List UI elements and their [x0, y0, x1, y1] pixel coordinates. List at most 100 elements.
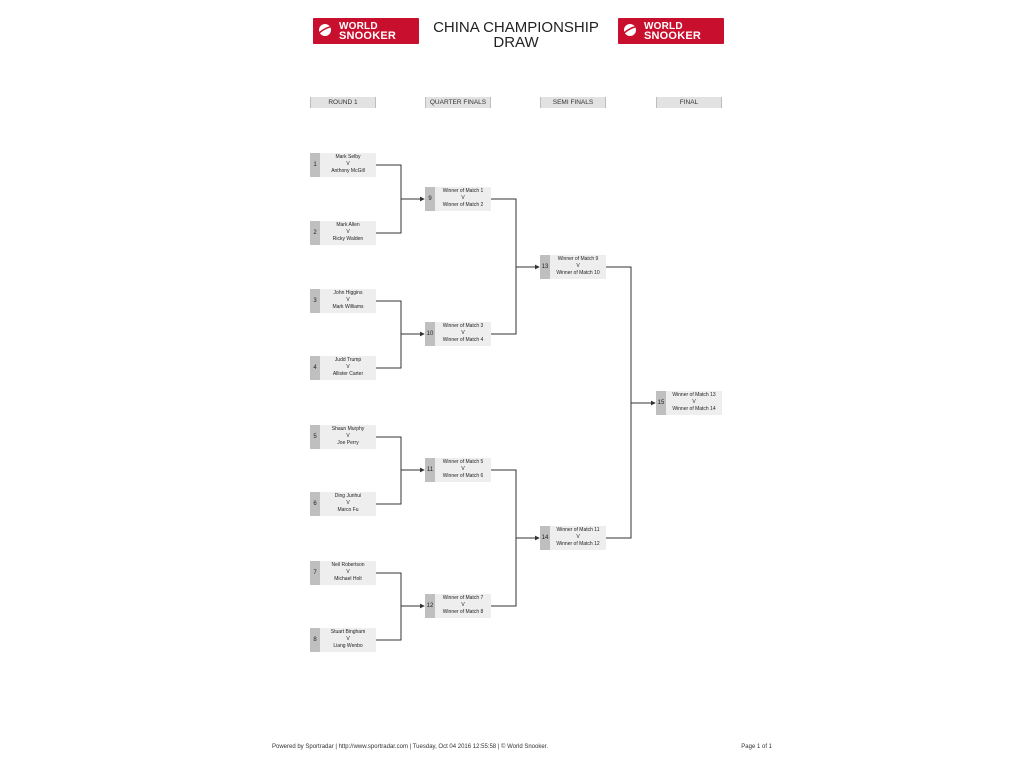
snooker-ball-icon: [623, 24, 640, 36]
match-number: 3: [310, 289, 320, 313]
round-header-semi-finals: SEMI FINALS: [540, 97, 606, 108]
connector-qf-11-12: [491, 469, 517, 607]
match-4: 4 Judd Trump V Allister Carter: [310, 356, 376, 380]
player-bottom: Anthony McGill: [331, 168, 365, 174]
player-top: Shaun Murphy: [331, 426, 365, 432]
versus-label: V: [461, 602, 465, 608]
player-top: Neil Robertson: [331, 562, 365, 568]
match-number: 4: [310, 356, 320, 380]
player-top: Mark Selby: [335, 154, 361, 160]
match-12: 12 Winner of Match 7 V Winner of Match 8: [425, 594, 491, 618]
match-number: 15: [656, 391, 666, 415]
player-top: John Higgins: [333, 290, 363, 296]
versus-label: V: [461, 466, 465, 472]
footer-page-number: Page 1 of 1: [741, 744, 772, 750]
player-top: Winner of Match 1: [442, 188, 484, 194]
versus-label: V: [576, 534, 580, 540]
player-bottom: Winner of Match 12: [556, 541, 600, 547]
world-snooker-logo-right: WORLD SNOOKER: [618, 18, 724, 44]
player-bottom: Winner of Match 14: [672, 406, 716, 412]
match-2: 2 Mark Allen V Ricky Walden: [310, 221, 376, 245]
connector-qf-9-10: [491, 198, 517, 335]
match-15: 15 Winner of Match 13 V Winner of Match …: [656, 391, 722, 415]
versus-label: V: [346, 500, 350, 506]
match-13: 13 Winner of Match 9 V Winner of Match 1…: [540, 255, 606, 279]
player-bottom: Ricky Walden: [332, 236, 364, 242]
match-number: 9: [425, 187, 435, 211]
logo-word-world: WORLD: [339, 21, 378, 32]
player-bottom: Mark Williams: [332, 304, 364, 310]
versus-label: V: [461, 330, 465, 336]
player-top: Winner of Match 11: [556, 527, 600, 533]
match-5: 5 Shaun Murphy V Joe Perry: [310, 425, 376, 449]
match-number: 13: [540, 255, 550, 279]
match-number: 8: [310, 628, 320, 652]
player-top: Winner of Match 5: [442, 459, 484, 465]
match-9: 9 Winner of Match 1 V Winner of Match 2: [425, 187, 491, 211]
match-number: 1: [310, 153, 320, 177]
connector-r1-5-6: [376, 436, 402, 505]
round-header-quarter-finals: QUARTER FINALS: [425, 97, 491, 108]
versus-label: V: [692, 399, 696, 405]
player-bottom: Winner of Match 4: [442, 337, 484, 343]
player-top: Winner of Match 3: [442, 323, 484, 329]
match-6: 6 Ding Junhui V Marco Fu: [310, 492, 376, 516]
match-number: 14: [540, 526, 550, 550]
player-top: Ding Junhui: [334, 493, 362, 499]
match-8: 8 Stuart Bingham V Liang Wenbo: [310, 628, 376, 652]
round-header-final: FINAL: [656, 97, 722, 108]
player-top: Stuart Bingham: [330, 629, 366, 635]
snooker-ball-icon: [318, 24, 335, 36]
player-bottom: Winner of Match 8: [442, 609, 484, 615]
world-snooker-logo-left: WORLD SNOOKER: [313, 18, 419, 44]
connector-sf-13-14: [606, 266, 632, 539]
versus-label: V: [346, 433, 350, 439]
player-bottom: Winner of Match 6: [442, 473, 484, 479]
match-number: 6: [310, 492, 320, 516]
connector-r1-1-2: [376, 164, 402, 234]
match-3: 3 John Higgins V Mark Williams: [310, 289, 376, 313]
connector-r1-3-4: [376, 300, 402, 369]
title-line-2: DRAW: [493, 34, 539, 51]
match-number: 2: [310, 221, 320, 245]
footer-credits: Powered by Sportradar | http://www.sport…: [272, 744, 549, 750]
player-bottom: Joe Perry: [337, 440, 359, 446]
player-bottom: Winner of Match 2: [442, 202, 484, 208]
match-11: 11 Winner of Match 5 V Winner of Match 6: [425, 458, 491, 482]
player-bottom: Winner of Match 10: [556, 270, 600, 276]
player-top: Winner of Match 13: [672, 392, 716, 398]
match-number: 5: [310, 425, 320, 449]
versus-label: V: [346, 229, 350, 235]
player-top: Judd Trump: [334, 357, 362, 363]
player-bottom: Liang Wenbo: [333, 643, 363, 649]
connector-r1-7-8: [376, 572, 402, 641]
versus-label: V: [346, 569, 350, 575]
versus-label: V: [576, 263, 580, 269]
match-10: 10 Winner of Match 3 V Winner of Match 4: [425, 322, 491, 346]
player-bottom: Allister Carter: [332, 371, 364, 377]
versus-label: V: [346, 636, 350, 642]
versus-label: V: [346, 161, 350, 167]
player-top: Mark Allen: [336, 222, 360, 228]
versus-label: V: [346, 297, 350, 303]
round-header-round-1: ROUND 1: [310, 97, 376, 108]
player-top: Winner of Match 7: [442, 595, 484, 601]
versus-label: V: [346, 364, 350, 370]
player-top: Winner of Match 9: [557, 256, 599, 262]
match-1: 1 Mark Selby V Anthony McGill: [310, 153, 376, 177]
title-line-1: CHINA CHAMPIONSHIP: [433, 19, 599, 36]
logo-word-snooker: SNOOKER: [644, 30, 702, 42]
match-7: 7 Neil Robertson V Michael Holt: [310, 561, 376, 585]
match-number: 12: [425, 594, 435, 618]
player-bottom: Marco Fu: [337, 507, 359, 513]
logo-word-snooker: SNOOKER: [339, 30, 397, 42]
match-number: 10: [425, 322, 435, 346]
player-bottom: Michael Holt: [334, 576, 362, 582]
match-number: 11: [425, 458, 435, 482]
match-14: 14 Winner of Match 11 V Winner of Match …: [540, 526, 606, 550]
page-title: CHINA CHAMPIONSHIP DRAW: [420, 20, 612, 50]
match-number: 7: [310, 561, 320, 585]
versus-label: V: [461, 195, 465, 201]
logo-word-world: WORLD: [644, 21, 683, 32]
